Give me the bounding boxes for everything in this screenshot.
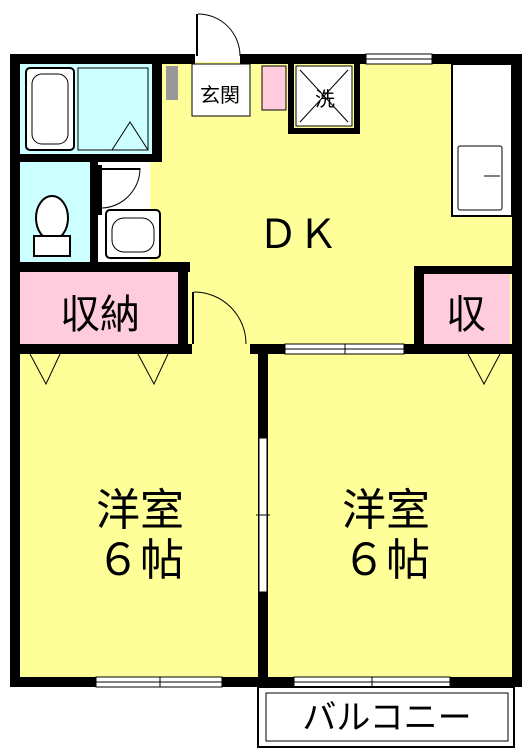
wall-storage-right-top: [414, 266, 512, 274]
toilet-tank: [33, 235, 71, 257]
wall-toilet-bottom: [20, 262, 190, 272]
storage-left-door-leaf: [192, 292, 194, 344]
storage-left-label: 収納: [60, 292, 140, 338]
balcony-inner: [265, 692, 509, 742]
wall-toilet-right: [90, 162, 98, 266]
washbasin-bowl: [111, 217, 155, 253]
wall-storage-right-left: [414, 266, 424, 352]
wall-bath-bottom: [20, 154, 162, 162]
entrance-label: 玄関: [200, 83, 240, 107]
front-door-leaf: [196, 14, 198, 56]
east-room-floor: [268, 352, 512, 677]
bath-door-swing: [111, 121, 149, 151]
west-room-floor: [20, 352, 263, 677]
east-room-size: ６帖: [342, 535, 430, 586]
kitchen-sink: [457, 145, 503, 211]
storage-right-floor: [420, 272, 510, 344]
wash-label: 洗: [315, 87, 335, 111]
wall-wash-left: [288, 62, 294, 134]
entrance-shoe-rack: [166, 66, 178, 100]
wall-rooms-top-left: [20, 344, 192, 354]
storage-left-door-arc: [193, 291, 247, 345]
east-room-name: 洋室: [342, 485, 430, 536]
wall-storage-left-right: [178, 262, 188, 354]
west-room-size: ６帖: [96, 535, 184, 586]
toilet-door-leaf: [100, 168, 140, 170]
storage-left-floor: [20, 272, 180, 344]
entrance-floor: [191, 63, 251, 117]
closet-doors-right: [467, 353, 501, 386]
wall-right: [512, 54, 522, 686]
wall-wash-bottom: [288, 128, 360, 134]
storage-right-label: 収: [446, 292, 486, 338]
toilet-bowl: [35, 195, 69, 241]
wall-wash-right: [354, 62, 360, 134]
wash-diag-2: [299, 69, 349, 123]
wall-left: [10, 54, 20, 686]
wall-rooms-top-right: [404, 344, 512, 354]
bath-wash-area: [77, 67, 149, 151]
bathtub-inner: [31, 73, 69, 145]
toilet-door-arc: [101, 167, 141, 209]
entrance-pink-box: [261, 65, 287, 111]
front-door-arc: [197, 13, 241, 57]
closet-doors-left: [29, 353, 169, 386]
dk-label: ＤＫ: [258, 212, 338, 258]
wall-top-left: [10, 54, 195, 64]
wall-bath-right: [152, 62, 162, 162]
balcony-label: バルコニー: [302, 698, 471, 738]
wall-sink-top: [98, 165, 102, 215]
west-room-name: 洋室: [96, 485, 184, 536]
